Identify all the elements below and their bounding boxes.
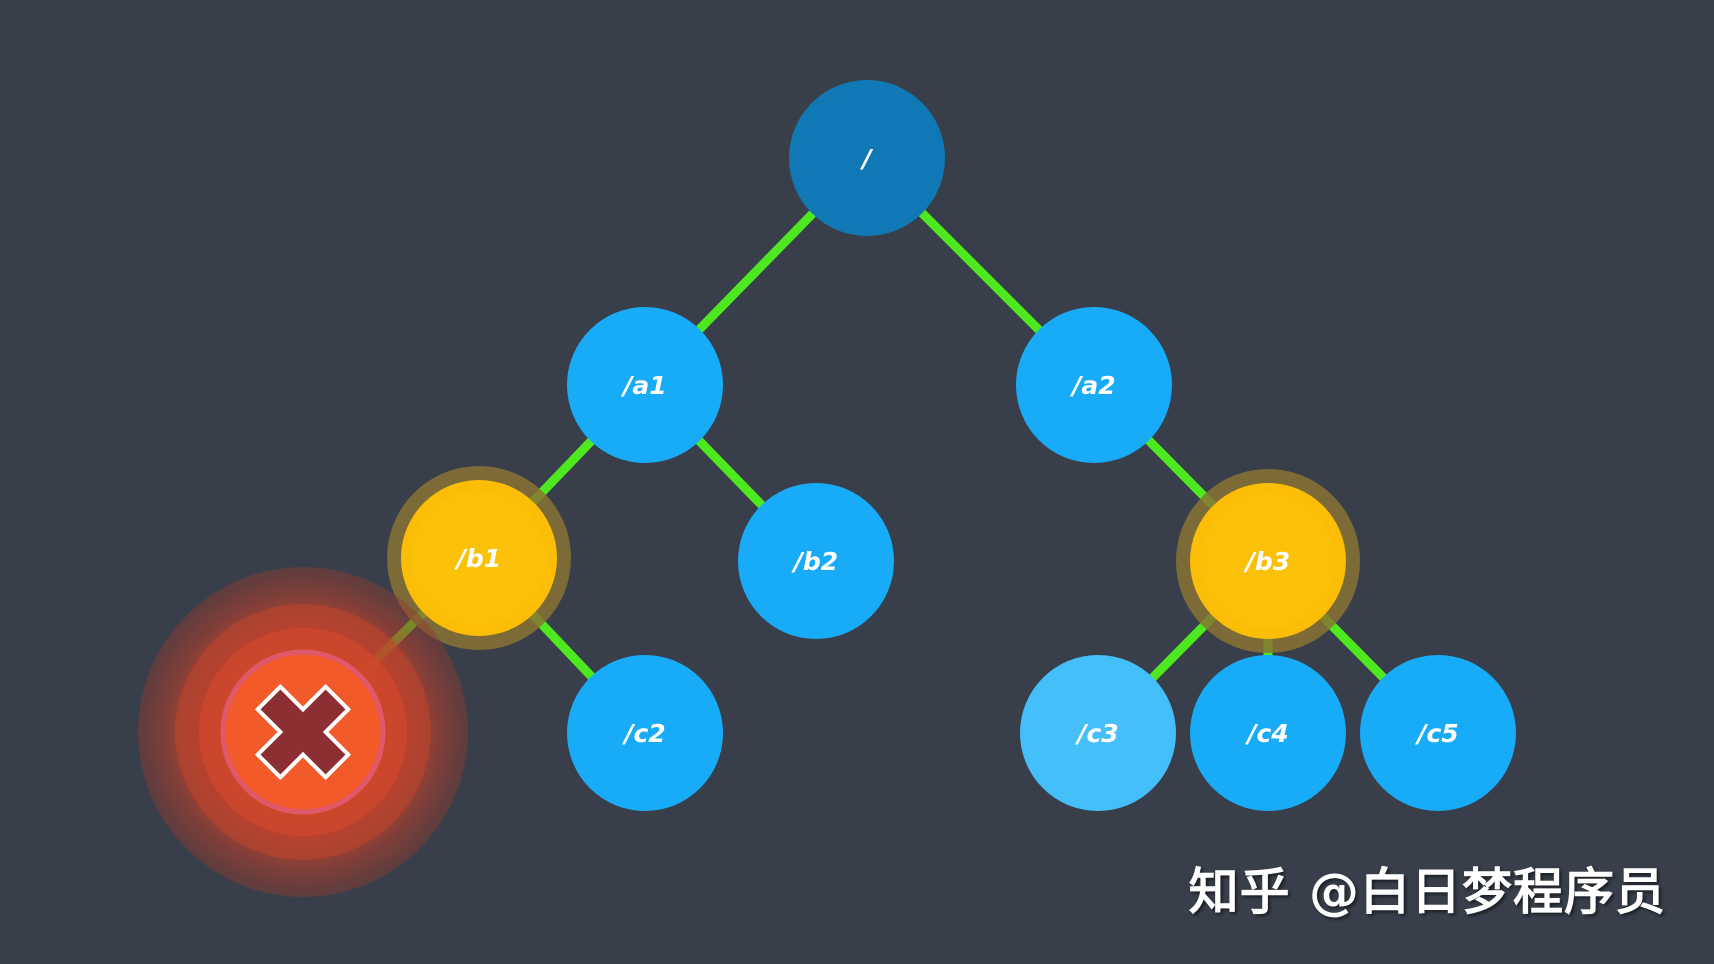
node-failed: [138, 567, 468, 897]
node-label-a2: /a2: [1069, 371, 1115, 400]
node-label-c2: /c2: [621, 719, 665, 748]
node-root: /: [789, 80, 945, 236]
node-circle-c4: [1190, 655, 1346, 811]
node-a1: /a1: [567, 307, 723, 463]
node-label-root: /: [859, 144, 873, 173]
node-c4: /c4: [1190, 655, 1346, 811]
highlight-core-b3: [1200, 493, 1336, 629]
watermark: 知乎 @白日梦程序员: [1188, 863, 1666, 921]
node-label-c5: /c5: [1414, 719, 1458, 748]
node-circle-b2: [738, 483, 894, 639]
node-circle-c2: [567, 655, 723, 811]
node-label-c4: /c4: [1244, 719, 1288, 748]
node-c5: /c5: [1360, 655, 1516, 811]
node-c2: /c2: [567, 655, 723, 811]
node-c3: /c3: [1020, 655, 1176, 811]
node-label-b2: /b2: [791, 547, 838, 576]
node-a2: /a2: [1016, 307, 1172, 463]
node-circle-c5: [1360, 655, 1516, 811]
cross-shape: [254, 683, 352, 781]
node-label-c3: /c3: [1074, 719, 1118, 748]
node-label-a1: /a1: [620, 371, 666, 400]
cross-icon: [254, 683, 352, 781]
highlight-core-b1: [411, 490, 547, 626]
node-circle-c3: [1020, 655, 1176, 811]
node-circle-a2: [1016, 307, 1172, 463]
node-circle-a1: [567, 307, 723, 463]
node-b2: /b2: [738, 483, 894, 639]
node-label-b3: /b3: [1243, 547, 1290, 576]
nodes-layer: / /a1/a2/b1/b2/b3/c2/c3/c4/c5: [138, 80, 1516, 897]
node-circle-root: [789, 80, 945, 236]
node-b1: /b1: [387, 466, 571, 650]
node-b3: /b3: [1176, 469, 1360, 653]
node-label-b1: /b1: [454, 544, 501, 573]
